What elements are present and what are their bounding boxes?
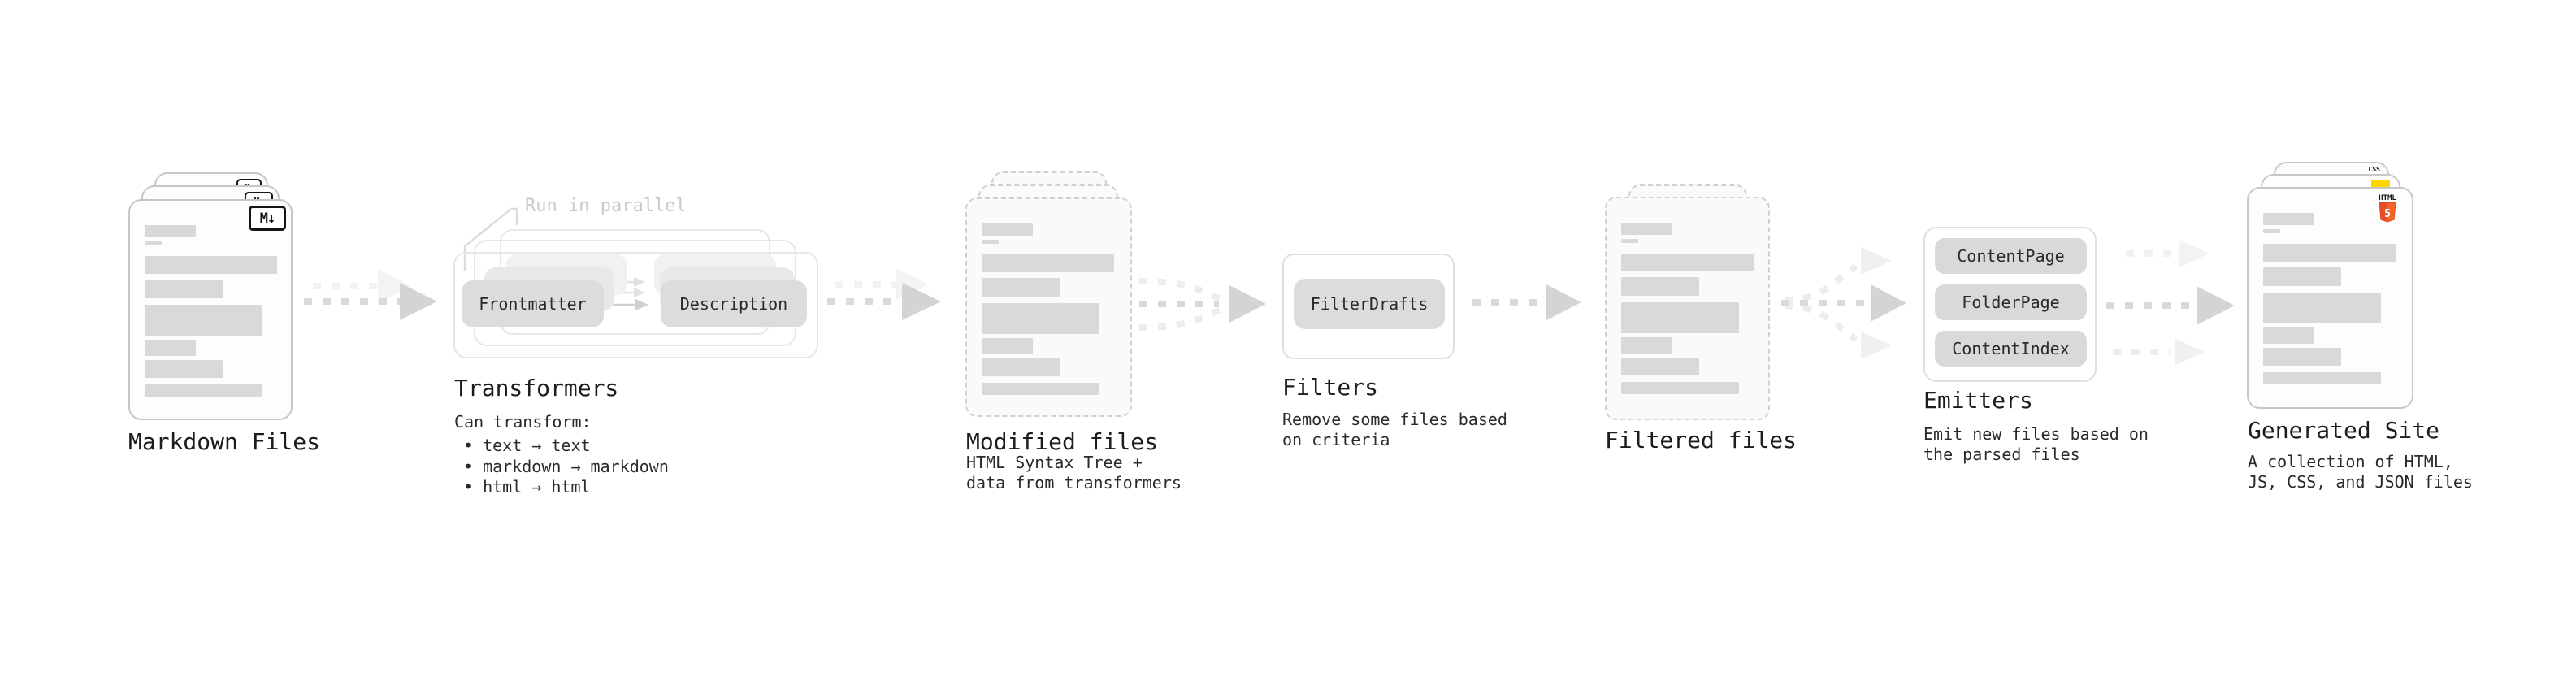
placeholder-bar	[982, 254, 1114, 272]
modified-files-subtitle: HTML Syntax Tree + data from transformer…	[966, 453, 1182, 492]
placeholder-bar	[145, 384, 262, 397]
placeholder-bar	[982, 278, 1060, 297]
placeholder-bar	[2263, 213, 2314, 225]
placeholder-bar	[2263, 229, 2280, 233]
css-icon: CSS	[2369, 167, 2380, 173]
filtered-files-title: Filtered files	[1605, 427, 1798, 453]
placeholder-bar	[2263, 372, 2381, 384]
modified-file-card-front	[965, 197, 1132, 417]
placeholder-bar	[145, 280, 223, 298]
arrow-filtered-to-emitters-fork-icon	[1781, 247, 1906, 359]
html5-icon-label: HTML	[2379, 194, 2396, 202]
placeholder-bar	[145, 225, 196, 237]
bullet-item: • text → text	[463, 436, 591, 455]
arrow-emitters-to-generated-icon	[2106, 240, 2235, 366]
placeholder-bar	[2263, 244, 2396, 262]
markdown-files-title: Markdown Files	[128, 428, 321, 455]
placeholder-text-lines	[2249, 213, 2412, 384]
placeholder-bar	[1621, 254, 1754, 271]
placeholder-bar	[1621, 382, 1739, 394]
arrow-transformers-to-modified-icon	[827, 268, 941, 320]
transformer-box-front	[453, 252, 818, 358]
placeholder-bar	[1621, 239, 1638, 243]
arrow-modified-to-filters-merge-icon	[1138, 278, 1266, 331]
placeholder-text-lines	[1607, 223, 1768, 394]
html5-shield-icon: 5	[2379, 202, 2396, 223]
markdown-icon: M↓	[249, 206, 286, 231]
bullet-item: • markdown → markdown	[463, 456, 669, 476]
placeholder-bar	[145, 241, 162, 245]
filtered-file-card-front	[1605, 197, 1770, 420]
placeholder-bar	[1621, 277, 1699, 296]
emitters-title: Emitters	[1923, 387, 2033, 414]
placeholder-bar	[982, 303, 1099, 334]
placeholder-bar	[982, 338, 1033, 354]
modified-files-title: Modified files	[966, 428, 1159, 455]
filterdrafts-chip: FilterDrafts	[1294, 279, 1445, 329]
placeholder-bar	[1621, 223, 1672, 235]
run-in-parallel-label: Run in parallel	[525, 196, 687, 216]
bullet-item: • html → html	[463, 477, 591, 497]
arrow-markdown-to-transformers-icon	[304, 269, 437, 320]
js-icon	[2371, 180, 2390, 187]
placeholder-bar	[2263, 293, 2381, 323]
placeholder-bar	[145, 256, 277, 274]
generated-site-title: Generated Site	[2248, 417, 2440, 444]
placeholder-bar	[145, 360, 223, 378]
markdown-file-card-front: M↓	[128, 199, 293, 420]
description-chip: Description	[661, 280, 807, 327]
frontmatter-chip: Frontmatter	[462, 280, 604, 327]
placeholder-text-lines	[967, 223, 1130, 395]
arrow-filters-to-filtered-icon	[1472, 284, 1581, 320]
generated-file-card-html: HTML 5	[2247, 187, 2413, 409]
filters-subtitle: Remove some files based on criteria	[1282, 410, 1507, 449]
placeholder-bar	[982, 223, 1033, 236]
placeholder-bar	[982, 383, 1099, 395]
placeholder-bar	[2263, 348, 2341, 366]
placeholder-bar	[982, 358, 1060, 376]
placeholder-bar	[1621, 337, 1672, 354]
transformers-bullet-list: • text → text • markdown → markdown • ht…	[463, 436, 669, 498]
contentpage-chip: ContentPage	[1935, 238, 2087, 274]
html5-icon-number: 5	[2384, 208, 2391, 220]
folderpage-chip: FolderPage	[1935, 284, 2087, 320]
placeholder-bar	[982, 240, 999, 244]
placeholder-bar	[2263, 267, 2341, 286]
placeholder-bar	[145, 305, 262, 336]
transformers-title: Transformers	[454, 375, 619, 401]
contentindex-chip: ContentIndex	[1935, 331, 2087, 367]
css-icon-label: CSS	[2368, 166, 2380, 173]
placeholder-bar	[1621, 302, 1739, 333]
generated-site-subtitle: A collection of HTML, JS, CSS, and JSON …	[2248, 452, 2473, 492]
placeholder-bar	[145, 340, 196, 356]
html5-icon: HTML 5	[2374, 194, 2401, 228]
placeholder-bar	[1621, 358, 1699, 375]
filters-title: Filters	[1282, 374, 1379, 401]
transformers-subtitle-heading: Can transform:	[454, 412, 592, 432]
emitters-subtitle: Emit new files based on the parsed files	[1923, 424, 2149, 464]
placeholder-bar	[2263, 327, 2314, 344]
placeholder-text-lines	[130, 225, 291, 397]
